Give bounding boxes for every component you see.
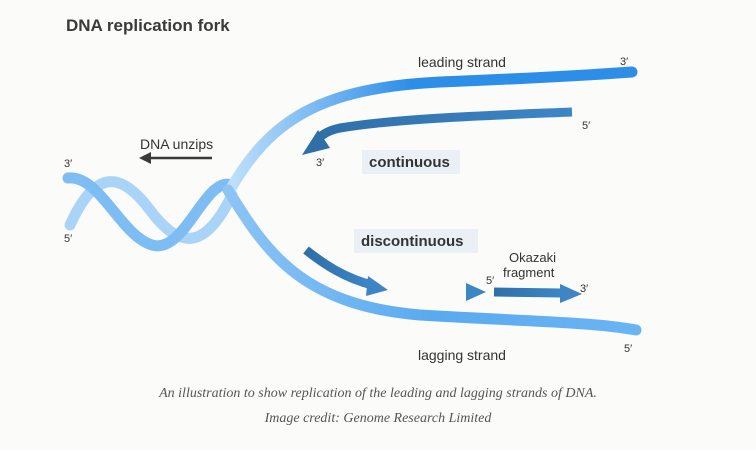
leading-strand-label: leading strand	[418, 54, 506, 70]
caption-line-2: Image credit: Genome Research Limited	[264, 411, 492, 426]
okazaki-fragment-3-arrowhead	[560, 284, 582, 303]
okazaki-fragment-3	[493, 287, 563, 298]
okazaki-fragment-1-arrowhead	[366, 276, 388, 296]
lagging-template-strand	[222, 184, 642, 336]
helix-bottom-5prime-label: 5′	[64, 233, 72, 245]
leading-new-strand-arrowhead	[302, 130, 330, 155]
dna-double-helix	[62, 172, 238, 252]
caption-line-1: An illustration to show replication of t…	[159, 386, 597, 401]
helix-top-3prime-label: 3′	[64, 158, 72, 170]
discontinuous-label: discontinuous	[361, 233, 464, 250]
diagram-title: DNA replication fork	[66, 16, 230, 35]
continuous-label: continuous	[369, 154, 450, 171]
leading-new-strand	[311, 107, 573, 145]
continuous-label-bg	[362, 150, 460, 174]
lagging-strand-label: lagging strand	[418, 347, 506, 363]
okazaki-3prime-label: 3′	[580, 283, 588, 295]
helix-strand-front	[62, 172, 238, 252]
okazaki-fragment-1	[303, 246, 374, 290]
unzip-arrow-head	[139, 152, 151, 164]
lagging-template-5prime-label: 5′	[624, 343, 632, 355]
okazaki-5prime-label: 5′	[486, 275, 494, 287]
okazaki-label-line2: fragment	[503, 265, 555, 280]
okazaki-label-line1: Okazaki	[509, 250, 556, 265]
okazaki-fragment-2-arrowhead	[466, 283, 486, 301]
discontinuous-label-bg	[354, 229, 478, 253]
leading-template-strand	[224, 66, 638, 196]
dna-unzips-label: DNA unzips	[140, 136, 213, 152]
leading-new-3prime-label: 3′	[316, 157, 324, 169]
leading-new-5prime-label: 5′	[582, 120, 590, 132]
leading-template-3prime-label: 3′	[620, 56, 628, 68]
